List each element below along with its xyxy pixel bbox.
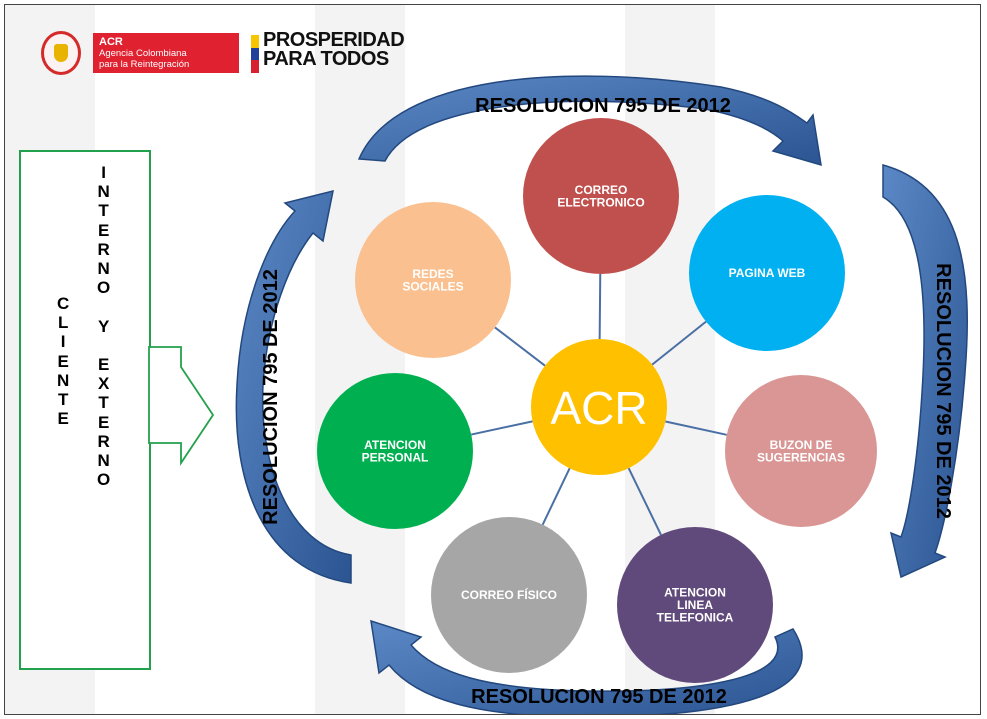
center-node: ACR: [531, 339, 667, 475]
spoke-line: [651, 320, 707, 366]
right-curved-arrow-icon: [882, 164, 969, 579]
node-circle: [689, 195, 845, 351]
spoke-line: [471, 420, 533, 436]
acr-logo: ACR Agencia Colombiana para la Reintegra…: [93, 33, 239, 73]
arrow-label-bottom: RESOLUCION 795 DE 2012: [471, 686, 727, 708]
vertical-letter: O: [97, 470, 111, 490]
node-label: TELEFONICA: [657, 611, 734, 625]
node-label: SOCIALES: [402, 279, 463, 293]
vertical-letter: R: [97, 431, 110, 451]
colombia-seal-icon: [41, 31, 81, 75]
vertical-letter: E: [97, 220, 110, 240]
channels-diagram: RESOLUCION 795 DE 2012 RESOLUCION 795 DE…: [148, 75, 969, 714]
acr-logo-short: ACR: [99, 36, 123, 48]
acr-logo-line2: para la Reintegración: [99, 59, 190, 70]
node-label: LINEA: [677, 598, 713, 612]
vertical-letter: E: [57, 409, 69, 429]
node-label: SUGERENCIAS: [757, 450, 845, 464]
node-label: ATENCION: [664, 586, 726, 600]
vertical-letter: T: [98, 393, 109, 413]
spoke-line: [627, 467, 662, 536]
flag-stripe-yellow: [251, 35, 259, 48]
vertical-letter: L: [57, 313, 69, 333]
node-circle: [355, 202, 511, 358]
node-correo-fisico: CORREO FÍSICO: [431, 517, 587, 673]
node-label: PERSONAL: [362, 450, 429, 464]
node-pagina-web: PAGINA WEB: [689, 195, 845, 351]
vertical-letter: N: [97, 451, 110, 471]
top-curved-arrow-icon: [357, 75, 822, 167]
cliente-arrow-icon: [148, 346, 215, 466]
node-label: REDES: [412, 267, 453, 281]
center-circle: [531, 339, 667, 475]
flag-stripe-blue: [251, 47, 259, 61]
node-label: ATENCION: [364, 438, 426, 452]
cliente-box: [19, 150, 151, 670]
node-label: ELECTRONICO: [557, 195, 644, 209]
prosperidad-line2: PARA TODOS: [263, 48, 389, 70]
vertical-letter: T: [98, 201, 109, 221]
node-label: CORREO: [575, 183, 628, 197]
slide-frame: ACR Agencia Colombiana para la Reintegra…: [4, 4, 981, 715]
vertical-letter: E: [97, 412, 110, 432]
arrow-label-top: RESOLUCION 795 DE 2012: [475, 95, 731, 117]
node-circle: [317, 373, 473, 529]
spoke-line: [494, 326, 546, 367]
arrow-label-right: RESOLUCION 795 DE 2012: [932, 263, 954, 519]
vertical-letter: R: [97, 239, 110, 259]
node-circle: [617, 527, 773, 683]
left-curved-arrow-icon: [235, 189, 352, 584]
vertical-letter: Y: [97, 316, 110, 336]
vertical-letter: I: [101, 163, 106, 182]
flag-stripe-red: [251, 60, 259, 73]
spoke-line: [541, 467, 571, 526]
vertical-letter: E: [57, 351, 69, 371]
prosperidad-logo: PROSPERIDAD PARA TODOS: [263, 29, 405, 70]
node-circle: [725, 375, 877, 527]
node-circle: [431, 517, 587, 673]
center-label: ACR: [550, 382, 647, 434]
node-label: PAGINA WEB: [729, 266, 806, 280]
spoke-line: [665, 420, 727, 436]
vertical-letter: I: [60, 332, 66, 352]
spoke-line: [598, 273, 602, 340]
vertical-letter: N: [97, 182, 110, 202]
prosperidad-line1: PROSPERIDAD: [263, 29, 405, 51]
node-label: CORREO FÍSICO: [461, 587, 557, 602]
vertical-letter: N: [97, 259, 110, 279]
node-circle: [523, 118, 679, 274]
colombia-flag-icon: [251, 35, 259, 73]
arrow-label-left: RESOLUCION 795 DE 2012: [260, 269, 282, 525]
vertical-letter: C: [57, 294, 70, 313]
node-label: BUZON DE: [770, 438, 833, 452]
vertical-letter: T: [57, 390, 69, 410]
bottom-curved-arrow-icon: [370, 619, 803, 714]
vertical-letter: E: [97, 355, 110, 374]
vertical-letter: X: [97, 374, 110, 394]
vertical-letter: O: [97, 278, 111, 298]
vertical-letter: N: [57, 370, 70, 390]
acr-logo-line1: Agencia Colombiana: [99, 48, 187, 59]
